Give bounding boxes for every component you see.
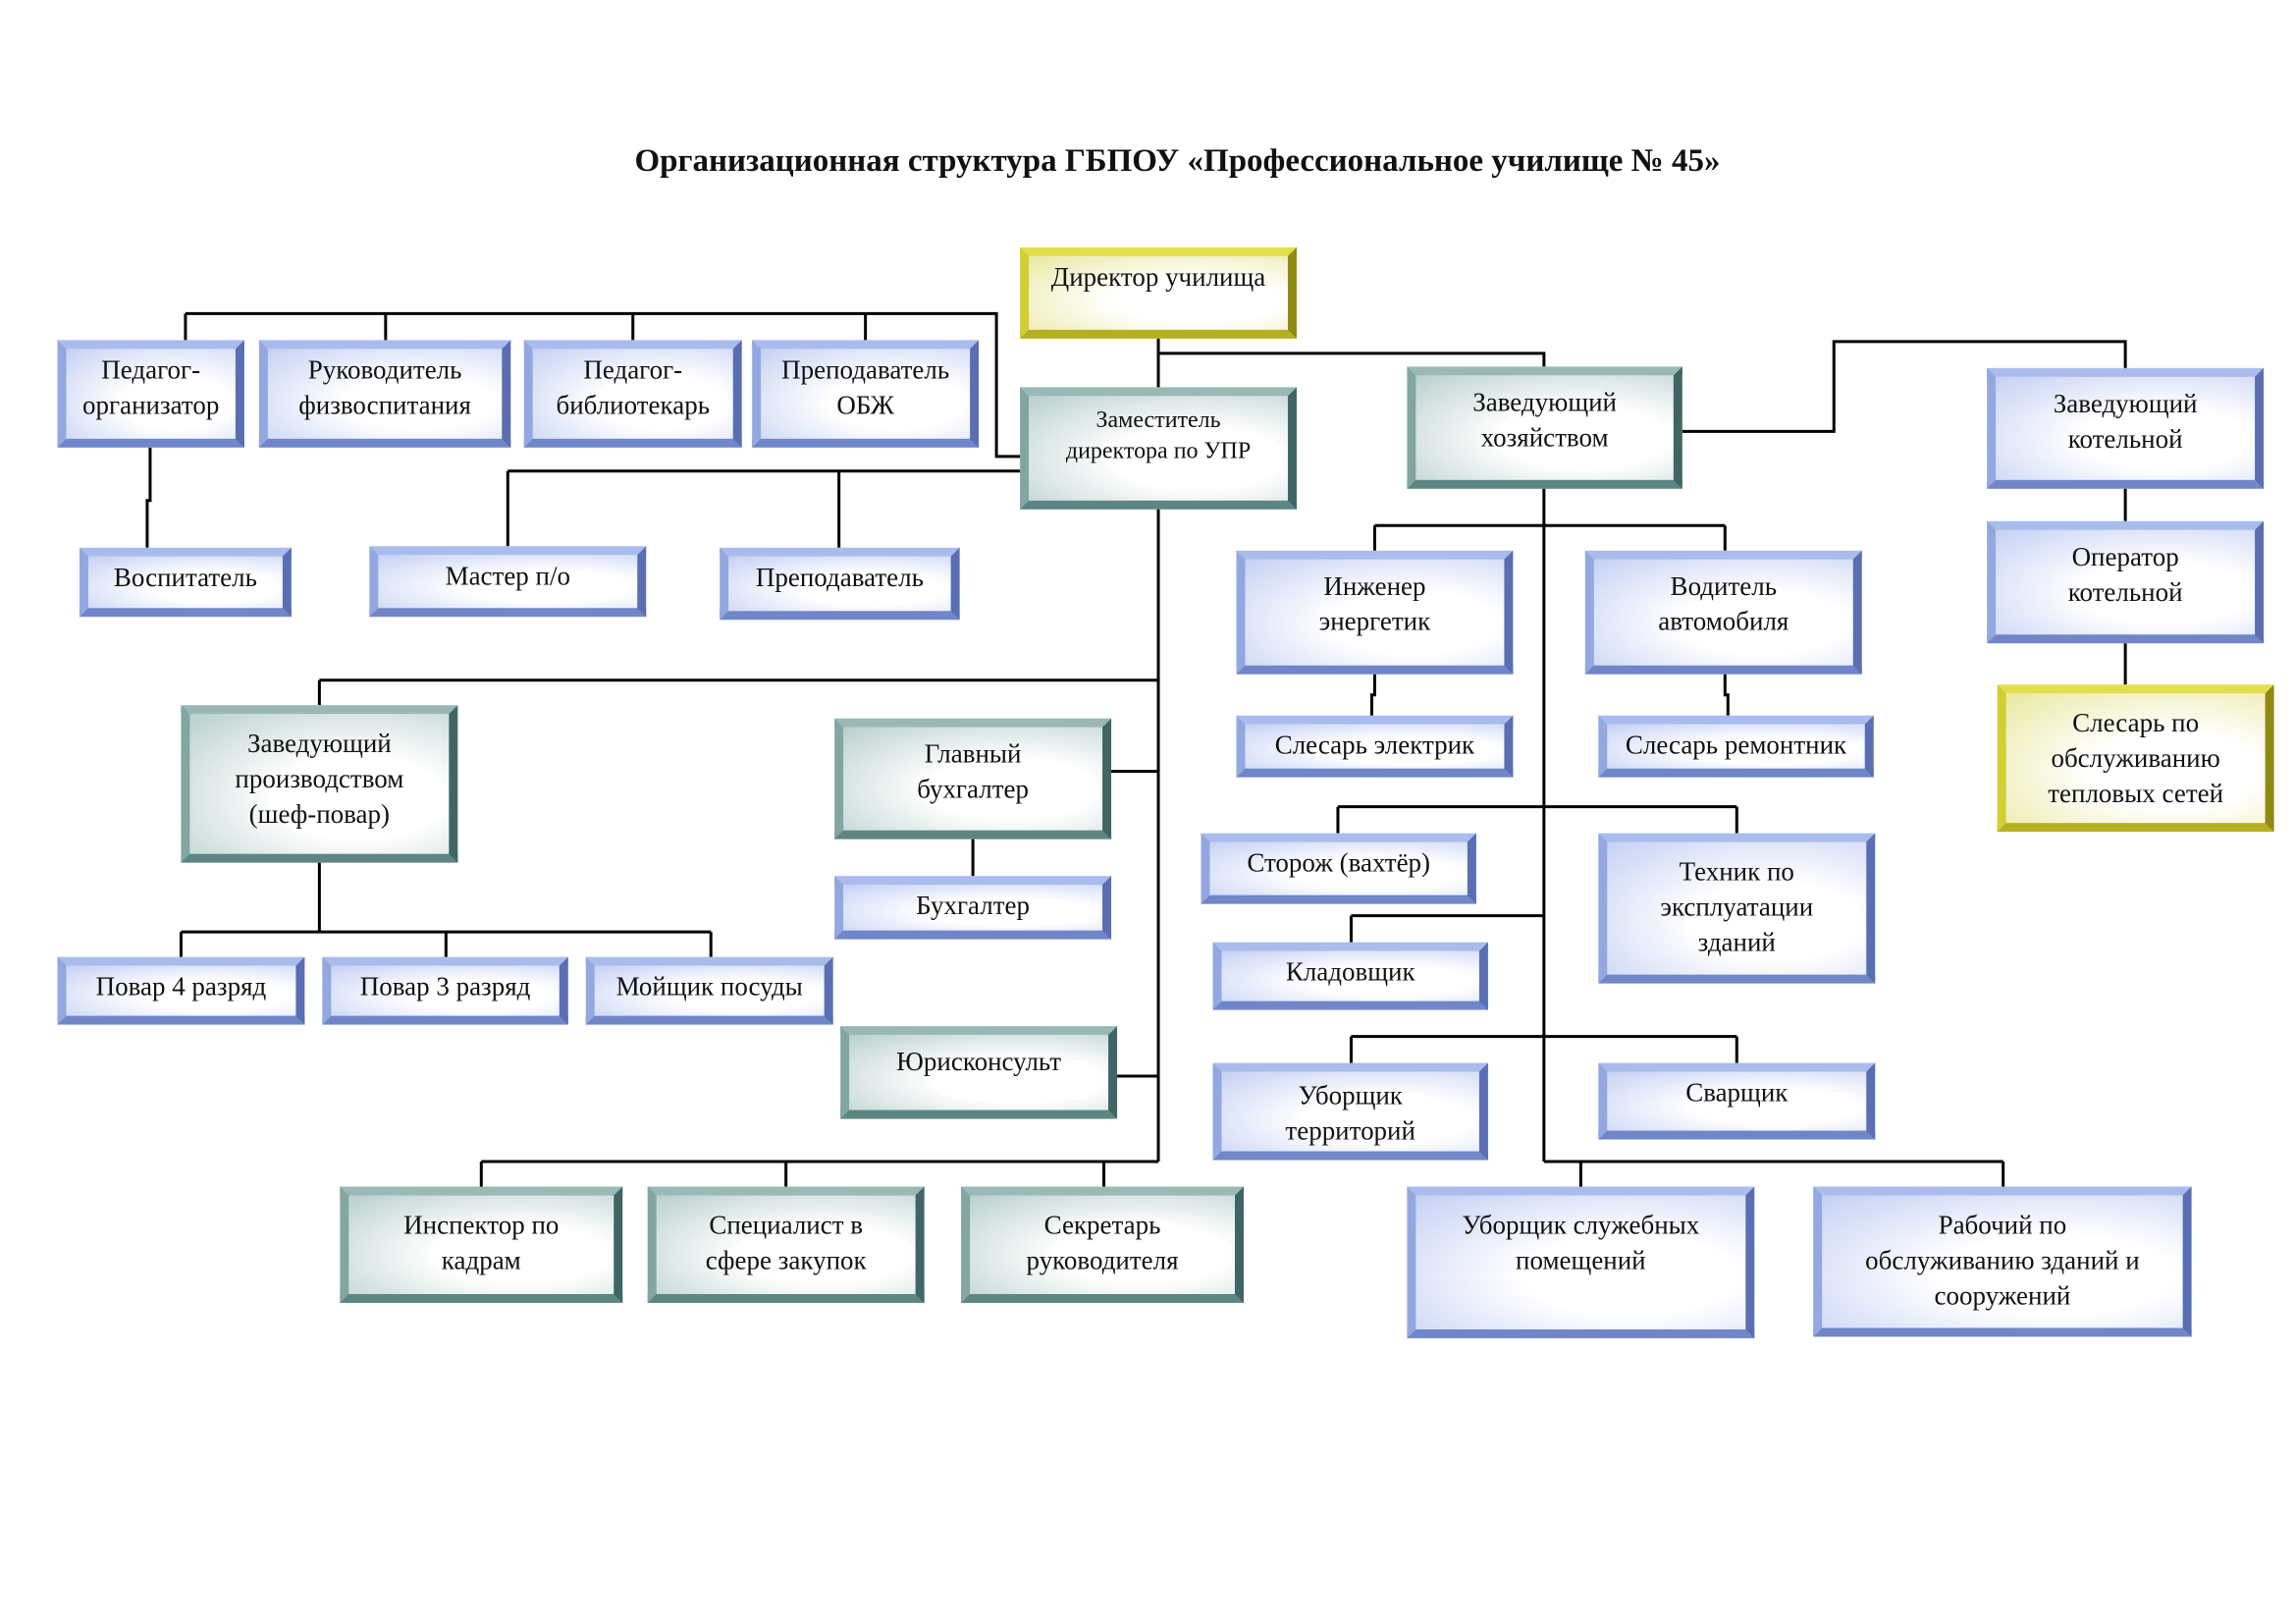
node-label: Техник по эксплуатации зданий [1660, 856, 1814, 957]
node-label: Главный бухгалтер [917, 738, 1029, 804]
node-label: Преподаватель [755, 562, 924, 592]
node-repairman: Слесарь ремонтник [1598, 715, 1874, 778]
node-label: Заместитель директора по УПР [1065, 407, 1252, 464]
node-zavkhoz: Заведующий хозяйством [1407, 366, 1682, 489]
node-label: Оператор котельной [2067, 541, 2183, 607]
node-cook-4: Повар 4 разряд [57, 956, 305, 1025]
connector [184, 311, 1021, 459]
node-label: Повар 3 разряд [359, 971, 531, 1001]
node-boiler-head: Заведующий котельной [1987, 367, 2265, 489]
node-territory-cleaner: Уборщик территорий [1212, 1062, 1488, 1161]
node-label: Сторож (вахтёр) [1247, 847, 1431, 878]
connector [1369, 674, 1730, 716]
node-teacher: Преподаватель [720, 547, 960, 621]
connector [1156, 338, 1546, 388]
node-label: Слесарь по обслуживанию тепловых сетей [2048, 708, 2224, 809]
node-phys-ed-head: Руководитель физвоспитания [258, 340, 511, 448]
node-obzh-teacher: Преподаватель ОБЖ [752, 340, 980, 448]
node-label: Повар 4 разряд [95, 971, 267, 1001]
node-label: Кладовщик [1285, 956, 1415, 987]
connector [506, 469, 1021, 548]
node-label: Заведующий производством (шеф-повар) [235, 729, 404, 830]
connector [1336, 805, 1738, 834]
node-label: Специалист в сфере закупок [705, 1210, 867, 1275]
node-director: Директор училища [1020, 246, 1297, 339]
node-label: Инженер энергетик [1318, 570, 1431, 636]
node-power-engineer: Инженер энергетик [1236, 550, 1514, 675]
node-driver: Водитель автомобиля [1584, 550, 1862, 675]
node-label: Педагог- библиотекарь [556, 354, 711, 420]
node-accountant: Бухгалтер [834, 876, 1112, 940]
node-label: Мастер п/о [445, 561, 570, 591]
connector [1349, 914, 1544, 943]
chart-title: Организационная структура ГБПОУ «Професс… [634, 140, 1721, 179]
node-label: Уборщик служебных помещений [1462, 1210, 1700, 1275]
node-label: Бухгалтер [916, 891, 1031, 921]
node-technician: Техник по эксплуатации зданий [1598, 833, 1876, 984]
node-building-worker: Рабочий по обслуживанию зданий и сооруже… [1813, 1186, 2192, 1337]
node-librarian: Педагог- библиотекарь [523, 340, 742, 448]
node-chef: Заведующий производством (шеф-повар) [181, 705, 458, 863]
node-label: Секретарь руководителя [1026, 1210, 1179, 1275]
node-label: Уборщик территорий [1285, 1080, 1415, 1146]
connector [317, 678, 1159, 706]
node-lawyer: Юрисконсульт [840, 1026, 1118, 1119]
node-label: Водитель автомобиля [1658, 570, 1789, 636]
node-vospitatel: Воспитатель [79, 547, 292, 618]
node-label: Заведующий хозяйством [1472, 387, 1617, 453]
node-label: Юрисконсульт [896, 1047, 1061, 1077]
node-label: Рабочий по обслуживанию зданий и сооруже… [1865, 1210, 2140, 1311]
node-welder: Сварщик [1598, 1062, 1876, 1140]
connector [1543, 1160, 2005, 1187]
node-label: Сварщик [1685, 1077, 1789, 1108]
connector [1682, 340, 2127, 685]
node-label: Педагог- организатор [82, 354, 220, 420]
connector [1372, 488, 1727, 1163]
node-guard: Сторож (вахтёр) [1201, 833, 1476, 904]
node-secretary: Секретарь руководителя [961, 1186, 1244, 1303]
node-master: Мастер п/о [369, 546, 647, 618]
node-label: Инспектор по кадрам [403, 1210, 560, 1275]
node-label: Слесарь электрик [1274, 730, 1475, 760]
node-label: Директор училища [1050, 261, 1266, 292]
connector [971, 770, 1159, 1078]
node-label: Слесарь ремонтник [1625, 730, 1847, 760]
node-label: Мойщик посуды [615, 971, 803, 1001]
node-office-cleaner: Уборщик служебных помещений [1407, 1186, 1755, 1338]
node-boiler-operator: Оператор котельной [1987, 520, 2265, 644]
connector [1349, 1035, 1738, 1063]
node-hr-inspector: Инспектор по кадрам [340, 1186, 623, 1303]
node-label: Воспитатель [113, 562, 257, 592]
node-label: Руководитель физвоспитания [298, 354, 471, 420]
connector [479, 1160, 1159, 1187]
node-heat-network-fitter: Слесарь по обслуживанию тепловых сетей [1997, 684, 2274, 833]
connector [145, 447, 152, 548]
node-chief-accountant: Главный бухгалтер [834, 718, 1112, 839]
node-label: Преподаватель ОБЖ [781, 354, 950, 420]
node-storekeeper: Кладовщик [1212, 942, 1488, 1010]
node-label: Заведующий котельной [2053, 388, 2198, 454]
node-dishwasher: Мойщик посуды [585, 956, 833, 1025]
node-pedagog-organizer: Педагог- организатор [57, 340, 244, 448]
node-electrician: Слесарь электрик [1236, 715, 1514, 778]
connector [179, 862, 713, 957]
node-procurement-specialist: Специалист в сфере закупок [647, 1186, 925, 1303]
node-cook-3: Повар 3 разряд [322, 956, 568, 1025]
node-deputy-director: Заместитель директора по УПР [1020, 387, 1297, 510]
